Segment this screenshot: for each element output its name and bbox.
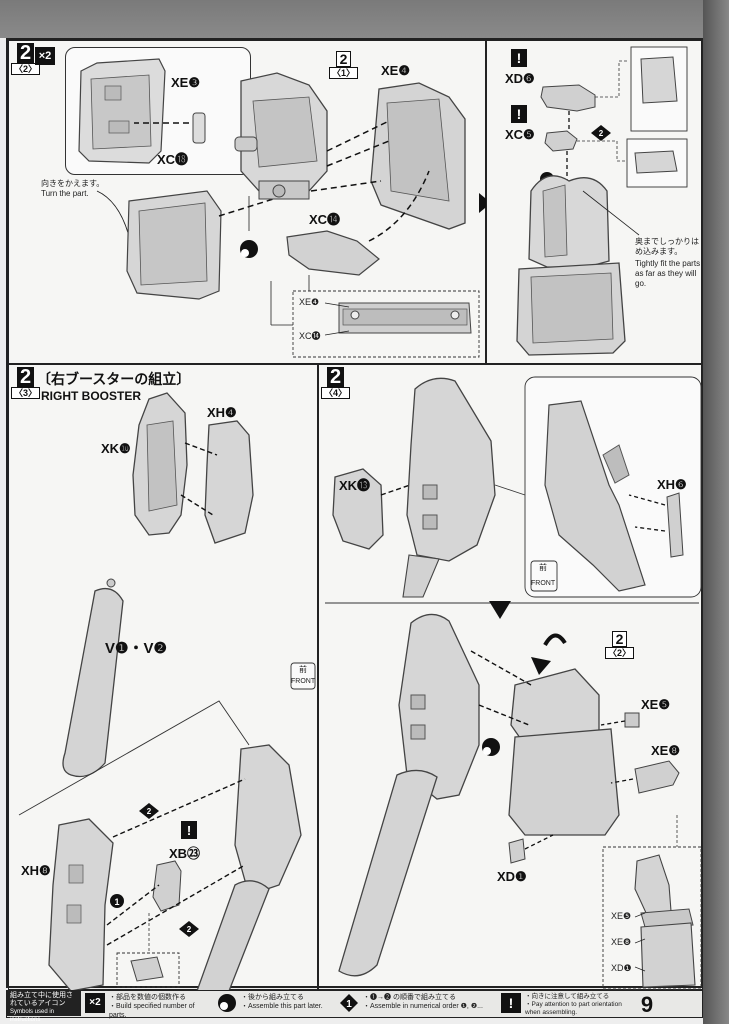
code-xd1: XD❶ — [497, 869, 527, 884]
legend-x2: ・部品を数値の個数作る ・Build specified number of p… — [109, 993, 213, 1019]
legend-order-en: ・Assemble in numerical order ❶, ❷... — [363, 1003, 483, 1010]
ref-step-sub: 〈1〉 — [329, 67, 359, 79]
code-xh8: XH❽ — [21, 863, 51, 878]
instruction-sheet: 2 〈2〉 ×2 — [6, 38, 703, 991]
x2-icon: ×2 — [85, 993, 105, 1013]
inset-code-xe4: XE❹ — [299, 297, 320, 307]
svg-text:2: 2 — [599, 129, 604, 138]
inset-code-xd1: XD❶ — [611, 963, 632, 973]
ref-step-2-1: 2 〈1〉 — [329, 51, 359, 79]
code-xh4: XH❹ — [207, 405, 237, 420]
later-icon — [217, 993, 237, 1013]
code-xk10: XK❿ — [101, 441, 131, 456]
front-label-jp: 前 — [299, 665, 307, 674]
code-v1-v2: V❶・V❷ — [105, 640, 167, 657]
code-xe3: XE❸ — [171, 75, 200, 90]
step-b-illustration: ! 2 1 2 — [18, 392, 316, 991]
step-sub: 〈3〉 — [11, 387, 41, 399]
right-booster-title-en: RIGHT BOOSTER — [41, 389, 142, 403]
code-xc14: XC⓮ — [309, 212, 341, 227]
turn-part-note-jp: 向きをかえます。 — [41, 179, 105, 188]
code-xc5: XC❺ — [505, 127, 535, 142]
symbols-legend: 組み立て中に使用されているアイコン Symbols used in instru… — [6, 990, 703, 1023]
inset-code-xe5: XE❺ — [611, 911, 632, 921]
ref-step-2-2: 2 〈2〉 — [605, 631, 635, 659]
step-number-2-4: 2 〈4〉 — [321, 367, 351, 399]
inset-code-xc14: XC⓮ — [299, 331, 321, 341]
legend-later-jp: ・後から組み立てる — [241, 994, 304, 1001]
ref-step-big: 2 — [611, 631, 628, 647]
step-big: 2 — [326, 367, 345, 387]
code-xe8: XE❽ — [651, 743, 680, 758]
legend-label: 組み立て中に使用されているアイコン Symbols used in instru… — [7, 991, 81, 1023]
step-a-illustration — [78, 58, 487, 358]
step-number-2-3: 2 〈3〉 — [11, 367, 41, 399]
svg-text:!: ! — [187, 823, 191, 838]
code-xe4: XE❹ — [381, 63, 410, 78]
legend-later: ・後から組み立てる ・Assemble this part later. — [241, 993, 335, 1015]
legend-attention: ・向きに注意して組み立てる ・Pay attention to part ori… — [525, 993, 629, 1016]
step-big: 2 — [16, 367, 35, 387]
legend-label-en: Symbols used in instructions — [10, 1009, 55, 1023]
code-xd6: XD❻ — [505, 71, 535, 86]
legend-attention-jp: ・向きに注意して組み立てる — [525, 993, 610, 1000]
step-number-2-2: 2 〈2〉 — [11, 43, 41, 75]
step-2-2-panel: 2 〈2〉 ×2 — [8, 40, 487, 364]
step-2-4-panel: 2 〈4〉 — [318, 364, 703, 990]
svg-text:2: 2 — [147, 807, 152, 816]
legend-x2-en: ・Build specified number of parts. — [109, 1003, 195, 1019]
front-label-en-c: FRONT — [531, 580, 556, 587]
code-xc18: XC⓲ — [157, 152, 189, 167]
code-xk13: XK⓭ — [339, 478, 371, 493]
step-2-3-panel: 2 〈3〉 〔右ブースターの組立〕 RIGHT BOOSTER — [8, 364, 318, 991]
ref-step-big: 2 — [335, 51, 352, 67]
step-c-illustration — [325, 376, 702, 990]
front-label-en: FRONT — [291, 678, 316, 685]
svg-text:1: 1 — [346, 999, 352, 1010]
step-sub: 〈4〉 — [321, 387, 351, 399]
step-big: 2 — [16, 43, 35, 63]
svg-text:!: ! — [517, 106, 522, 122]
page-number: 9 — [640, 992, 654, 1017]
svg-text:!: ! — [517, 50, 522, 66]
code-xe5: XE❺ — [641, 697, 670, 712]
order-icon: 1 — [339, 993, 359, 1013]
step-sub: 〈2〉 — [11, 63, 41, 75]
inset-code-xe8: XE❽ — [611, 937, 632, 947]
legend-order-jp: ・❶→❷ の順番で組み立てる — [363, 994, 456, 1001]
code-xb23: XB㉓ — [169, 846, 201, 861]
front-label-jp-c: 前 — [539, 563, 547, 572]
page-edge — [703, 0, 729, 1024]
tight-fit-note-jp: 奥までしっかりはめ込みます。 — [635, 237, 699, 256]
attention-icon: ! — [501, 993, 521, 1013]
tight-fit-note-en: Tightly fit the parts as far as they wil… — [635, 259, 701, 288]
legend-attention-en: ・Pay attention to part orientation when … — [525, 1001, 622, 1016]
step-a-right-illustration: ! ! 1 2 — [511, 46, 688, 356]
step-2-2-right-panel: ! ! 1 2 — [486, 40, 703, 364]
turn-part-note-en: Turn the part. — [41, 189, 89, 198]
svg-text:1: 1 — [114, 897, 119, 907]
right-booster-title-jp: 〔右ブースターの組立〕 — [37, 371, 191, 387]
legend-later-en: ・Assemble this part later. — [241, 1003, 323, 1010]
legend-label-jp: 組み立て中に使用されているアイコン — [10, 992, 73, 1007]
svg-text:2: 2 — [187, 925, 192, 934]
multiplier-badge: ×2 — [35, 47, 55, 65]
ref-step-sub: 〈2〉 — [605, 647, 635, 659]
code-xh6: XH❻ — [657, 477, 687, 492]
legend-x2-jp: ・部品を数値の個数作る — [109, 994, 186, 1001]
legend-order: ・❶→❷ の順番で組み立てる ・Assemble in numerical or… — [363, 993, 495, 1015]
